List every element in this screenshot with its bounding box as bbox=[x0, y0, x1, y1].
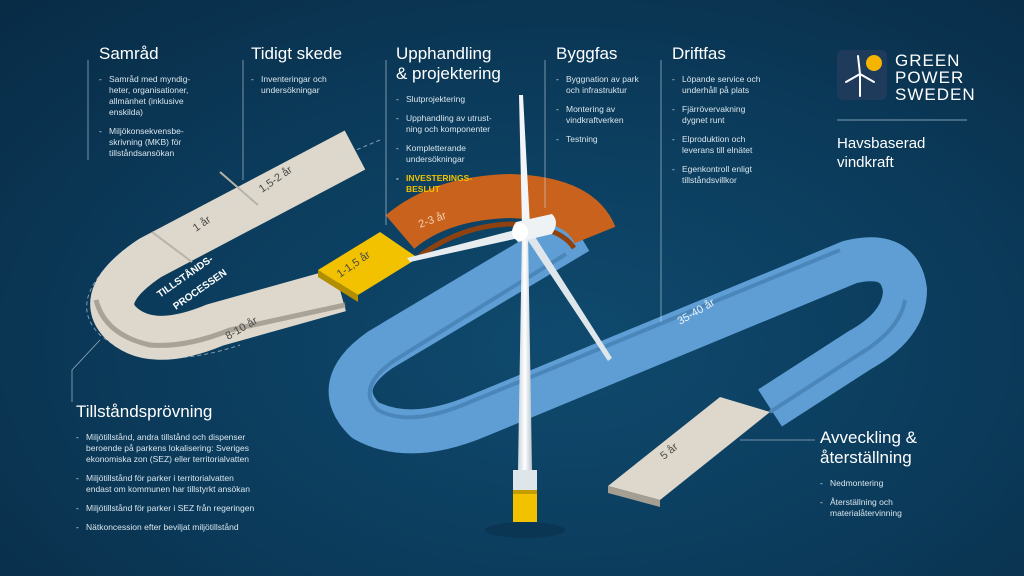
list-item: Inventeringar och undersökningar bbox=[251, 74, 381, 96]
list-item: Nedmontering bbox=[820, 478, 970, 489]
list-item: Miljötillstånd för parker i territorialv… bbox=[76, 473, 316, 495]
phase-upphandling: Upphandling & projektering Slutprojekter… bbox=[396, 44, 536, 203]
list-item: Testning bbox=[556, 134, 666, 145]
turbine-hub bbox=[512, 223, 528, 241]
phase-list: Byggnation av park och infrastruktur Mon… bbox=[556, 74, 666, 145]
permit-track-outline bbox=[86, 139, 381, 359]
phase-title: Samråd bbox=[99, 44, 159, 63]
phase-list: Slutprojektering Upphandling av utrust- … bbox=[396, 94, 536, 195]
phase-byggfas: Byggfas Byggnation av park och infrastru… bbox=[556, 44, 666, 153]
list-item: Elproduktion och leverans till elnätet bbox=[672, 134, 792, 156]
list-item: Upphandling av utrust- ning och komponen… bbox=[396, 113, 536, 135]
brand-logo bbox=[837, 50, 887, 100]
list-item: Miljötillstånd, andra tillstånd och disp… bbox=[76, 432, 316, 465]
list-item: Fjärrövervakning dygnet runt bbox=[672, 104, 792, 126]
list-item: Samråd med myndig- heter, organisationer… bbox=[99, 74, 239, 118]
leader-line-tillstand bbox=[71, 339, 101, 402]
phase-title: Tillståndsprövning bbox=[76, 402, 213, 421]
list-item: Miljökonsekvensbe- skrivning (MKB) för t… bbox=[99, 126, 239, 159]
phase-samrad: Samråd Samråd med myndig- heter, organis… bbox=[99, 44, 239, 167]
turbine-tower bbox=[518, 232, 532, 470]
phase-title: Tidigt skede bbox=[251, 44, 343, 63]
page-subtitle: Havsbaserad vindkraft bbox=[837, 135, 926, 171]
list-item: Montering av vindkraftverken bbox=[556, 104, 666, 126]
list-item: Löpande service och underhåll på plats bbox=[672, 74, 792, 96]
procurement-segment bbox=[318, 232, 418, 295]
turbine-foundation bbox=[513, 492, 537, 522]
permit-divider bbox=[219, 171, 259, 206]
sun-icon bbox=[866, 55, 882, 71]
list-item: Egenkontroll enligt tillståndsvillkor bbox=[672, 164, 792, 186]
permit-divider bbox=[151, 231, 193, 263]
wind-turbine bbox=[407, 95, 612, 538]
decommission-segment bbox=[608, 397, 770, 500]
phase-title: Avveckling & återställning bbox=[820, 428, 918, 467]
turbine-blade bbox=[407, 230, 519, 262]
list-item: Kompletterande undersökningar bbox=[396, 143, 536, 165]
permit-track bbox=[90, 130, 366, 360]
phase-driftfas: Driftfas Löpande service och underhåll p… bbox=[672, 44, 792, 194]
construction-segment-side bbox=[418, 221, 577, 259]
phase-title: Byggfas bbox=[556, 44, 618, 63]
phase-list: Samråd med myndig- heter, organisationer… bbox=[99, 74, 239, 159]
water-ripple bbox=[485, 522, 565, 538]
list-item: Nätkoncession efter beviljat miljötillst… bbox=[76, 522, 316, 533]
list-item: Byggnation av park och infrastruktur bbox=[556, 74, 666, 96]
list-item: Slutprojektering bbox=[396, 94, 536, 105]
phase-tillstand: Tillståndsprövning Miljötillstånd, andra… bbox=[76, 402, 316, 541]
phase-title: Driftfas bbox=[672, 44, 726, 63]
phase-avveckling: Avveckling & återställning Nedmontering … bbox=[820, 428, 970, 527]
operation-loop-edge bbox=[367, 248, 907, 420]
procurement-segment-side bbox=[318, 270, 358, 302]
phase-list: Inventeringar och undersökningar bbox=[251, 74, 381, 96]
turbine-blade bbox=[525, 232, 612, 361]
phase-title: Upphandling & projektering bbox=[396, 44, 501, 83]
decommission-segment-side bbox=[608, 486, 660, 507]
list-item: Återställning och materialåtervinning bbox=[820, 497, 970, 519]
phase-list: Miljötillstånd, andra tillstånd och disp… bbox=[76, 432, 316, 533]
phase-tidigt: Tidigt skede Inventeringar och undersökn… bbox=[251, 44, 381, 104]
turbine-logo-icon bbox=[845, 55, 875, 97]
investment-decision-label: INVESTERINGS- BESLUT bbox=[396, 173, 536, 195]
permit-track-side bbox=[93, 299, 346, 348]
brand-name: GREEN POWER SWEDEN bbox=[895, 51, 976, 104]
list-item: Miljötillstånd för parker i SEZ från reg… bbox=[76, 503, 316, 514]
construction-segment bbox=[385, 173, 616, 250]
phase-list: Nedmontering Återställning och materialå… bbox=[820, 478, 970, 519]
phase-list: Löpande service och underhåll på plats F… bbox=[672, 74, 792, 186]
